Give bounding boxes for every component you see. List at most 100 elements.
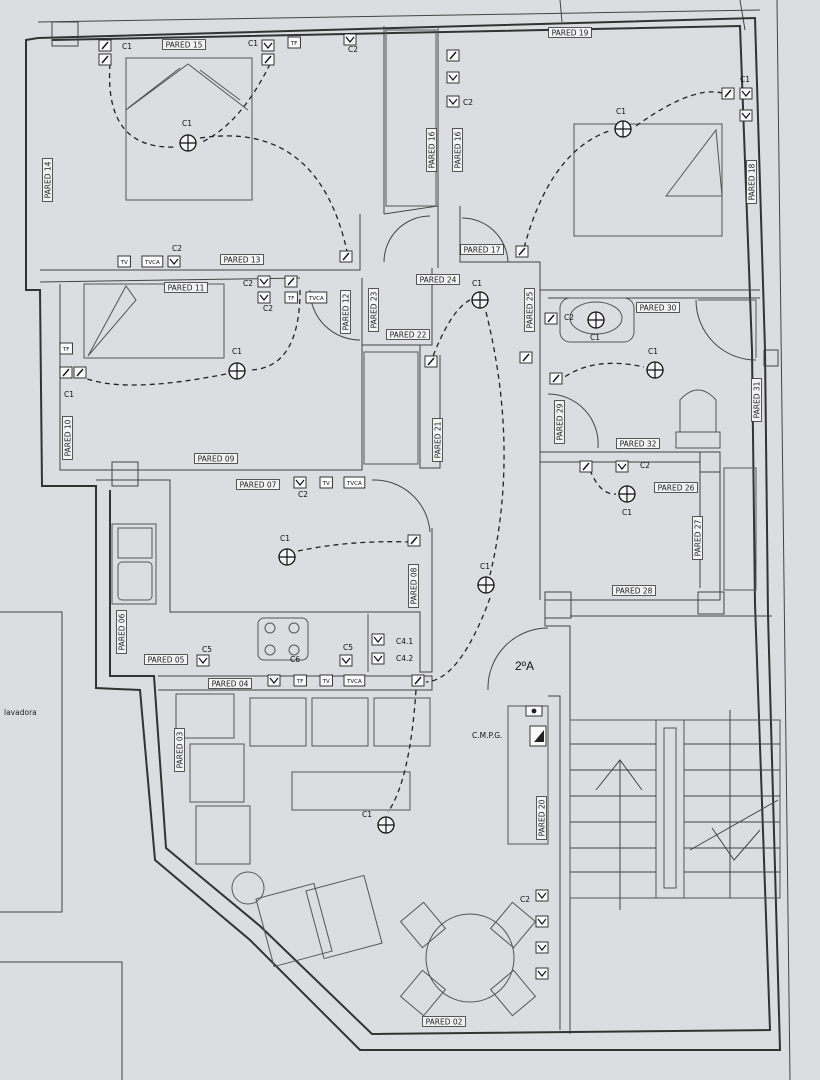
switch-icon	[287, 277, 295, 286]
light-circuit-label: C1	[280, 534, 290, 543]
walls	[25, 16, 782, 1051]
socket-s-38	[371, 633, 385, 646]
switch-icon	[552, 374, 560, 383]
wall-label-text: PARED 16	[454, 131, 463, 168]
socket-icon	[537, 970, 547, 977]
socket-s-42: TV	[319, 674, 333, 687]
wall-label-pared-08: PARED 08	[408, 564, 419, 608]
circuit-c1-c: C1	[740, 75, 750, 84]
socket-s-32	[293, 476, 307, 489]
light-circuit-label: C1	[232, 347, 242, 356]
circuit-c1-d: C1	[64, 390, 74, 399]
light-circuit-label: C1	[622, 508, 632, 517]
wall-label-pared-26: PARED 26	[654, 482, 698, 493]
wall-label-pared-22: PARED 22	[386, 329, 430, 340]
wall-label-text: PARED 21	[434, 421, 443, 458]
socket-icon	[537, 944, 547, 951]
wall-label-text: PARED 27	[694, 519, 703, 556]
socket-s-44	[411, 674, 425, 687]
socket-s-19	[257, 291, 271, 304]
wall-label-text: PARED 12	[342, 293, 351, 330]
staircase	[569, 710, 781, 910]
wall-label-text: PARED 02	[426, 1018, 463, 1027]
light-circuit-label: C1	[480, 562, 490, 571]
wall-label-pared-32: PARED 32	[616, 438, 660, 449]
light-bath-sink: C1	[587, 311, 605, 342]
wall-label-pared-23: PARED 23	[368, 288, 379, 332]
circuit-lines	[79, 63, 731, 813]
wall-label-pared-04: PARED 04	[208, 678, 252, 689]
switch-icon	[518, 247, 526, 256]
socket-s-6	[343, 33, 357, 46]
light-bedroom-right: C1	[614, 107, 632, 138]
light-circuit-label: C1	[472, 279, 482, 288]
socket-s-14: TVCA	[141, 255, 164, 268]
wall-label-text: PARED 32	[620, 440, 657, 449]
socket-s-1	[98, 39, 112, 52]
wall-label-text: PARED 20	[538, 799, 547, 836]
socket-s-28	[519, 351, 533, 364]
wall-label-text: PARED 10	[64, 419, 73, 456]
wall-label-text: PARED 03	[176, 731, 185, 768]
socket-s-16	[339, 250, 353, 263]
socket-s-22	[515, 245, 529, 258]
socket-s-2	[98, 53, 112, 66]
switch-icon	[582, 462, 590, 471]
socket-label: TV	[322, 679, 330, 685]
socket-s-34: TVCA	[343, 476, 366, 489]
wall-label-pared-16b: PARED 16	[452, 128, 463, 172]
light-master: C1	[179, 119, 197, 152]
socket-s-3	[261, 39, 275, 52]
socket-label: TF	[287, 296, 295, 302]
wall-label-pared-06: PARED 06	[116, 610, 127, 654]
switch-icon	[101, 55, 109, 64]
wall-label-pared-05: PARED 05	[144, 654, 188, 665]
wall-label-pared-10: PARED 10	[62, 416, 73, 460]
wall-label-pared-03: PARED 03	[174, 728, 185, 772]
socket-icon	[259, 278, 269, 285]
socket-s-47	[535, 941, 549, 954]
wall-label-text: PARED 24	[420, 276, 457, 285]
socket-icon	[448, 74, 458, 81]
wall-label-pared-15: PARED 15	[162, 39, 206, 50]
circuit-c2-c: C2	[172, 244, 182, 253]
wall-label-pared-24: PARED 24	[416, 274, 460, 285]
socket-icon	[373, 636, 383, 643]
light-circuit-label: C1	[590, 333, 600, 342]
wall-label-text: PARED 26	[658, 484, 695, 493]
socket-label: TV	[120, 260, 128, 266]
light-corridor-top: C1	[471, 279, 489, 309]
socket-s-9	[446, 95, 460, 108]
circuit-c4-2: C4.2	[396, 654, 413, 663]
wall-label-pared-29: PARED 29	[554, 400, 565, 444]
socket-label: TVCA	[346, 481, 362, 487]
socket-s-15	[167, 255, 181, 268]
socket-s-26	[424, 355, 438, 368]
wall-label-pared-12: PARED 12	[340, 290, 351, 334]
socket-s-39	[371, 652, 385, 665]
wall-label-text: PARED 09	[198, 455, 235, 464]
light-bath: C1	[646, 347, 664, 379]
socket-label: TVCA	[144, 260, 160, 266]
socket-icon	[537, 892, 547, 899]
wall-label-pared-21: PARED 21	[432, 418, 443, 462]
light-circuit-label: C1	[362, 810, 372, 819]
socket-icon	[295, 479, 305, 486]
socket-s-45	[535, 889, 549, 902]
circuit-c2-a: C2	[348, 45, 358, 54]
wall-label-text: PARED 23	[370, 291, 379, 328]
wall-label-pared-20: PARED 20	[536, 796, 547, 840]
wall-label-pared-07: PARED 07	[236, 479, 280, 490]
light-circuit-label: C1	[616, 107, 626, 116]
cmpg-panel: C.M.P.G.	[472, 705, 547, 747]
wall-label-text: PARED 13	[224, 256, 261, 265]
switch-icon	[427, 357, 435, 366]
socket-s-11	[739, 87, 753, 100]
socket-s-18	[284, 275, 298, 288]
socket-icon	[345, 36, 355, 43]
socket-label: TF	[296, 679, 304, 685]
